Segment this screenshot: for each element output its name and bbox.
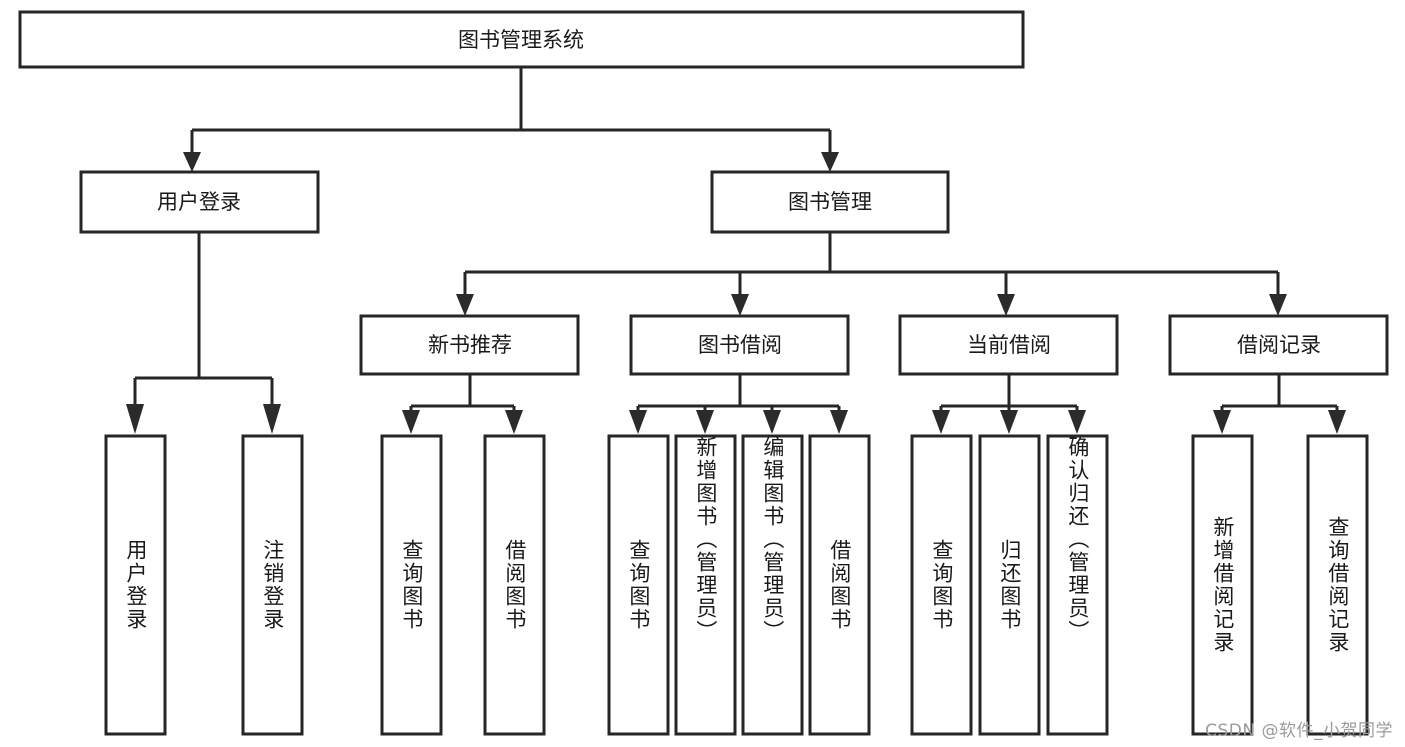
node-user-login[interactable]: 用户登录 — [79, 170, 320, 234]
arrow-leaf-return-book-icon — [1000, 410, 1018, 434]
leaf-add-book-box[interactable] — [674, 434, 737, 736]
arrow-to-current-borrow-icon — [997, 294, 1015, 316]
arrow-leaf-confirm-return-icon — [1068, 410, 1086, 434]
connector-book-management-to-level3 — [456, 232, 1287, 316]
arrow-leaf-edit-book-icon — [763, 410, 781, 434]
arrow-to-user-login-icon — [183, 152, 201, 172]
current-borrow-box — [898, 314, 1119, 376]
new-book-recommend-label: 新书推荐 — [428, 333, 512, 357]
leaf-confirm-return-box[interactable] — [1046, 434, 1109, 736]
current-borrow-label: 当前借阅 — [967, 333, 1051, 357]
book-borrow-label: 图书借阅 — [698, 333, 782, 357]
leaf-edit-book-box[interactable] — [741, 434, 804, 736]
arrow-to-book-management-icon — [821, 152, 839, 172]
borrow-record-box — [1168, 314, 1389, 376]
node-borrow-record[interactable]: 借阅记录 — [1168, 314, 1389, 376]
leaf-query-book-3-box[interactable] — [910, 434, 973, 736]
arrow-leaf-query-book-2-icon — [629, 410, 647, 434]
leaf-logout-login-box[interactable] — [241, 434, 304, 736]
node-current-borrow[interactable]: 当前借阅 — [898, 314, 1119, 376]
leaf-user-login-box[interactable] — [104, 434, 167, 736]
arrow-leaf-add-record-icon — [1213, 410, 1231, 434]
root-box — [18, 10, 1025, 69]
leaf-boxes — [104, 434, 1369, 736]
borrow-record-label: 借阅记录 — [1237, 333, 1321, 357]
leaf-return-book-box[interactable] — [978, 434, 1041, 736]
arrow-leaf-query-record-icon — [1328, 410, 1346, 434]
leaf-query-book-2-box[interactable] — [607, 434, 670, 736]
new-book-recommend-box — [359, 314, 580, 376]
user-login-label: 用户登录 — [157, 190, 241, 214]
arrow-leaf-add-book-icon — [696, 410, 714, 434]
node-root[interactable]: 图书管理系统 — [18, 10, 1025, 69]
connector-root-to-level2 — [183, 67, 839, 172]
arrow-leaf-query-book-3-icon — [932, 410, 950, 434]
node-book-borrow[interactable]: 图书借阅 — [629, 314, 850, 376]
arrow-to-new-book-recommend-icon — [456, 294, 474, 316]
book-management-box — [710, 170, 950, 234]
arrow-leaf-query-book-1-icon — [402, 410, 420, 434]
arrow-leaf-borrow-book-1-icon — [505, 410, 523, 434]
arrow-to-book-borrow-icon — [731, 294, 749, 316]
book-borrow-box — [629, 314, 850, 376]
connector-current-borrow-to-leaves — [932, 374, 1086, 434]
connector-borrow-record-to-leaves — [1213, 374, 1346, 434]
book-management-label: 图书管理 — [788, 190, 872, 214]
node-new-book-recommend[interactable]: 新书推荐 — [359, 314, 580, 376]
node-book-management[interactable]: 图书管理 — [710, 170, 950, 234]
leaf-borrow-book-2-box[interactable] — [808, 434, 871, 736]
leaf-borrow-book-1-box[interactable] — [483, 434, 546, 736]
connector-new-book-recommend-to-leaves — [402, 374, 523, 434]
connector-book-borrow-to-leaves — [629, 374, 848, 434]
leaf-query-book-1-box[interactable] — [380, 434, 443, 736]
arrow-to-borrow-record-icon — [1269, 294, 1287, 316]
arrow-leaf-user-login-icon — [126, 404, 144, 434]
root-label: 图书管理系统 — [458, 28, 584, 52]
leaf-add-record-box[interactable] — [1191, 434, 1254, 736]
connector-user-login-to-leaves — [126, 232, 281, 434]
leaf-query-record-box[interactable] — [1306, 434, 1369, 736]
arrow-leaf-borrow-book-2-icon — [830, 410, 848, 434]
arrow-leaf-logout-login-icon — [263, 404, 281, 434]
